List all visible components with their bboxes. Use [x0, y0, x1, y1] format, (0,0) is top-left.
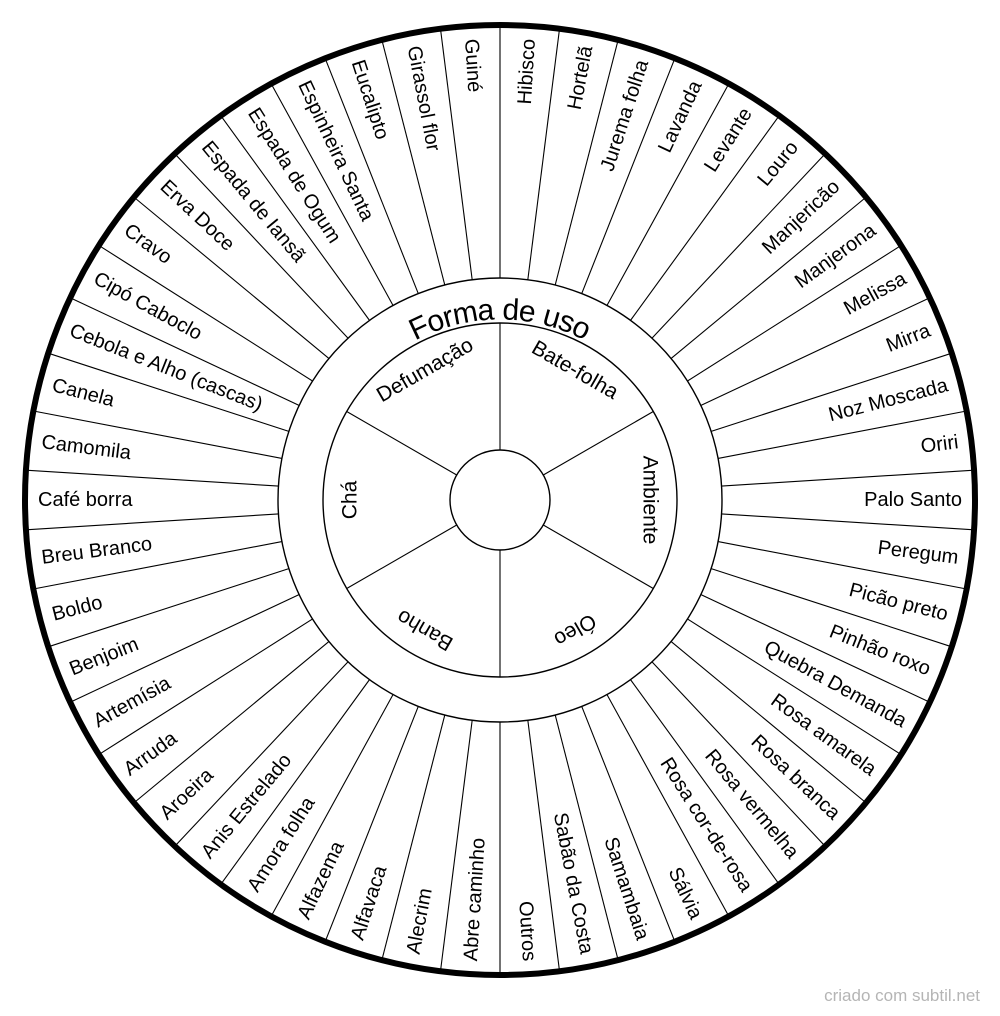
herb-divider: [604, 690, 729, 915]
herb-label-girassol-flor: Girassol flor: [403, 44, 445, 153]
herb-divider: [381, 41, 447, 289]
herb-divider: [100, 616, 317, 754]
herb-divider: [35, 540, 286, 590]
herb-label-mirra: Mirra: [883, 319, 934, 357]
herb-label-salvia: Sálvia: [664, 864, 707, 923]
herb-divider: [325, 60, 421, 298]
herb-label-alecrim: Alecrim: [403, 886, 437, 956]
herb-label-benjoim: Benjoim: [66, 633, 141, 680]
herb-label-breu-branco: Breu Branco: [40, 533, 153, 569]
herb-divider: [648, 154, 825, 342]
herb-label-cravo: Cravo: [120, 220, 176, 269]
herb-divider: [717, 469, 973, 487]
herb-divider: [35, 410, 286, 460]
herb-label-cafe-borra: Café borra: [38, 489, 133, 511]
herb-divider: [271, 85, 396, 310]
herb-divider: [135, 198, 333, 362]
herb-label-oriri: Oriri: [920, 431, 960, 458]
herb-divider: [707, 353, 951, 434]
herb-divider: [175, 658, 352, 846]
herb-divider: [683, 246, 900, 384]
herb-label-boldo: Boldo: [50, 592, 105, 626]
herb-divider: [221, 676, 373, 883]
herb-label-lavanda: Lavanda: [654, 77, 707, 157]
herb-label-louro: Louro: [753, 137, 803, 190]
outer-ring: [22, 22, 978, 978]
use-divider: [346, 524, 457, 589]
herb-label-samambaia: Samambaia: [599, 834, 653, 943]
use-divider: [346, 411, 457, 476]
use-divider: [543, 524, 654, 589]
use-spokes: [346, 323, 654, 677]
use-divider: [543, 411, 654, 476]
herb-spokes: [27, 27, 973, 973]
credit-text: criado com subtil.net: [824, 986, 980, 1005]
herb-label-alfavaca: Alfavaca: [347, 862, 392, 943]
herb-divider: [579, 702, 675, 940]
herb-label-canela: Canela: [50, 374, 118, 411]
herb-divider: [667, 198, 865, 362]
herb-divider: [100, 246, 317, 384]
herb-label-guine: Guiné: [460, 38, 485, 93]
herb-label-artemisia: Artemísia: [90, 672, 175, 732]
herb-divider: [440, 716, 474, 970]
herb-divider: [221, 117, 373, 324]
herb-label-hibisco: Hibisco: [514, 38, 540, 105]
herb-divider: [627, 676, 779, 883]
herb-divider: [667, 638, 865, 802]
herb-divider: [27, 513, 283, 531]
title-char: d: [502, 293, 521, 327]
herb-divider: [714, 410, 965, 460]
herb-divider: [697, 592, 929, 702]
herb-label-outros: Outros: [514, 900, 540, 961]
herb-divider: [604, 85, 729, 310]
herb-divider: [27, 469, 283, 487]
herb-divider: [175, 154, 352, 342]
herb-divider: [553, 41, 619, 289]
herb-divider: [49, 566, 293, 647]
title-char: e: [517, 294, 538, 329]
herb-label-jurema-folha: Jurema folha: [597, 56, 654, 174]
herb-label-levante: Levante: [700, 104, 757, 176]
herb-divider: [717, 513, 973, 531]
use-label-ambiente: Ambiente: [639, 456, 662, 545]
herb-label-camomila: Camomila: [40, 431, 133, 464]
herb-label-sabao-da-costa: Sabão da Costa: [549, 811, 598, 957]
herb-divider: [526, 716, 560, 970]
herb-label-noz-moscada: Noz Moscada: [826, 374, 951, 426]
herb-divider: [71, 592, 303, 702]
herb-divider: [526, 30, 560, 284]
herb-divider: [271, 690, 396, 915]
herb-divider: [325, 702, 421, 940]
herb-divider: [553, 711, 619, 959]
herb-divider: [714, 540, 965, 590]
herb-divider: [49, 353, 293, 434]
herb-divider: [683, 616, 900, 754]
herb-label-alfazema: Alfazema: [293, 837, 349, 923]
herb-divider: [648, 658, 825, 846]
herb-divider: [627, 117, 779, 324]
herb-divider: [71, 298, 303, 408]
herb-label-aroeira: Aroeira: [156, 764, 219, 825]
herb-label-palo-santo: Palo Santo: [864, 489, 962, 511]
herb-label-peregum: Peregum: [876, 537, 959, 569]
herb-label-erva-doce: Erva Doce: [156, 176, 239, 256]
herb-label-pinhao-roxo: Pinhão roxo: [826, 621, 933, 681]
herb-divider: [381, 711, 447, 959]
herb-label-hortela: Hortelã: [564, 43, 598, 111]
herb-divider: [707, 566, 951, 647]
herb-label-abre-caminho: Abre caminho: [460, 837, 490, 962]
title-char: a: [476, 293, 495, 327]
herb-label-picao-preto: Picão preto: [847, 579, 950, 625]
center-hub: [449, 449, 551, 551]
herb-divider: [579, 60, 675, 298]
use-label-cha: Chá: [339, 480, 362, 519]
herb-divider: [697, 298, 929, 408]
herb-label-manjerona: Manjerona: [791, 219, 881, 293]
herb-divider: [440, 30, 474, 284]
herb-divider: [135, 638, 333, 802]
